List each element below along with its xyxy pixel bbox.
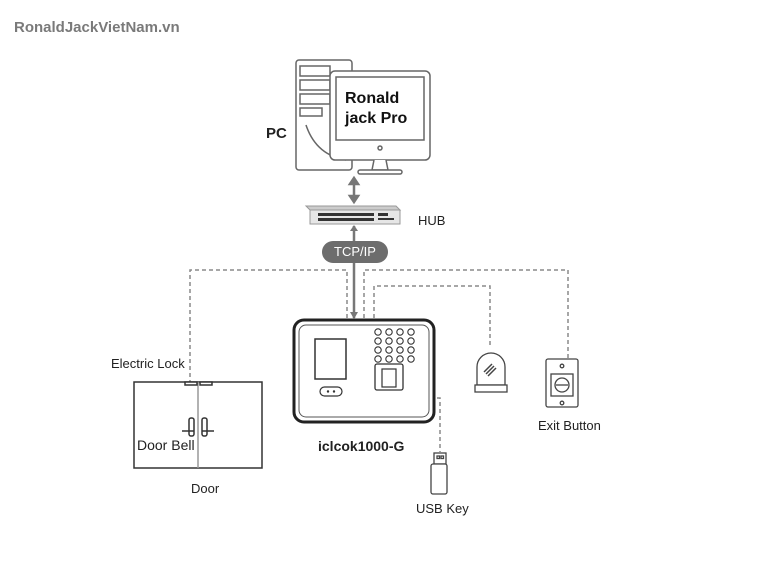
device-model-label: iclcok1000-G xyxy=(318,438,405,454)
screen-line-2: jack Pro xyxy=(345,110,408,127)
usb-key-label: USB Key xyxy=(416,501,469,516)
usb-key-icon xyxy=(430,452,448,495)
exit-button-label: Exit Button xyxy=(538,418,601,433)
exit-button-icon xyxy=(545,358,579,408)
hub-icon xyxy=(304,205,402,225)
pc-label: PC xyxy=(266,125,287,142)
hub-label: HUB xyxy=(418,213,446,228)
pc-hub-link xyxy=(347,175,361,205)
tcp-ip-badge: TCP/IP xyxy=(322,241,388,263)
screen-text: Ronald jack Pro xyxy=(345,89,407,129)
watermark: RonaldJackVietNam.vn xyxy=(14,19,180,36)
door-icon xyxy=(133,381,263,469)
alarm-bell-icon xyxy=(474,352,508,393)
screen-line-1: Ronald xyxy=(345,90,400,107)
door-label: Door xyxy=(191,481,220,496)
monitor-icon xyxy=(329,70,431,175)
electric-lock-label: Electric Lock xyxy=(111,356,185,371)
dashed-wires xyxy=(189,269,569,452)
door-bell-label: Door Bell xyxy=(137,437,195,453)
device-icon xyxy=(292,318,436,424)
